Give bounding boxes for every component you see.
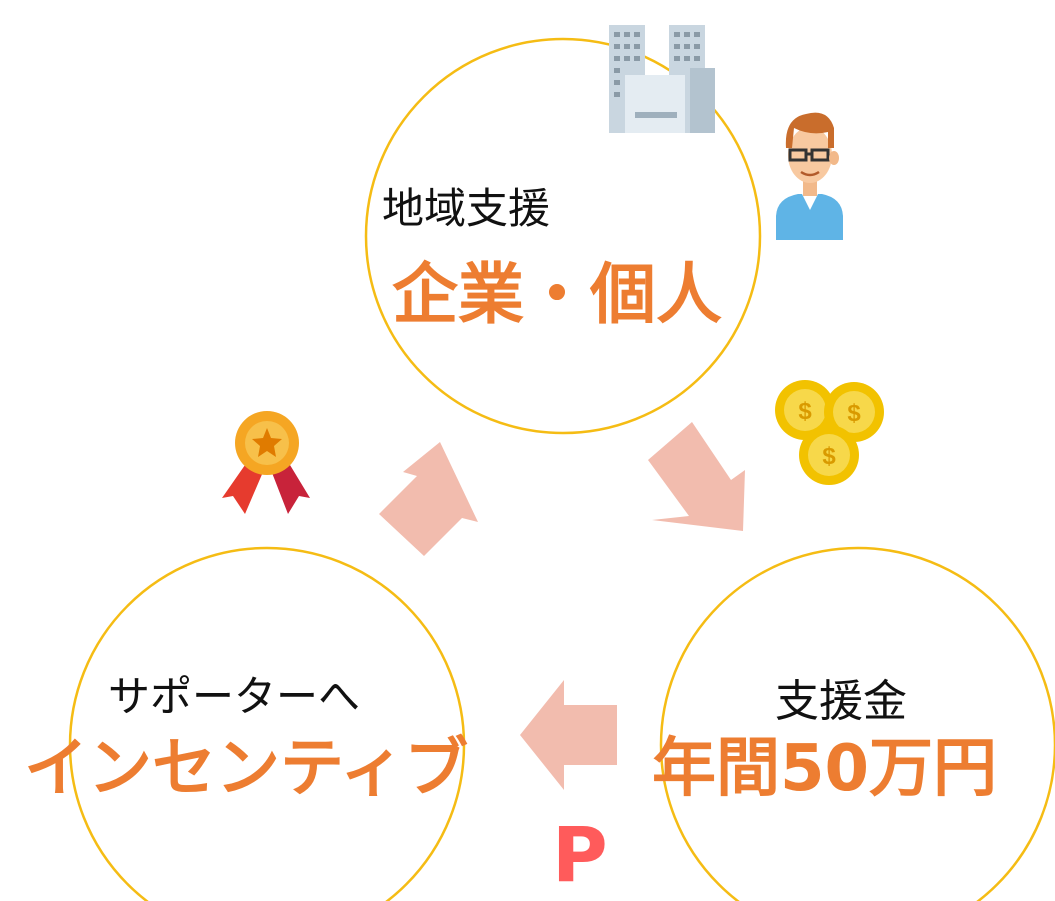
right-node-label-line2: 年間50万円	[652, 732, 998, 806]
left-node-label-line2: インセンティブ	[24, 732, 469, 806]
points-icon: P	[552, 810, 608, 899]
svg-text:$: $	[822, 443, 836, 470]
left-circle	[68, 546, 466, 901]
top-node-label-line1: 地域支援	[382, 184, 551, 233]
right-circle	[659, 546, 1055, 901]
businessman-icon	[776, 112, 843, 240]
left-node-label-line1: サポーターへ	[108, 672, 361, 721]
arrow-left-to-top	[379, 442, 478, 556]
top-circle	[364, 37, 762, 435]
arrow-top-to-right	[648, 422, 745, 531]
building-icon	[609, 25, 715, 133]
coins-icon: $ $ $	[775, 380, 884, 485]
top-node-label-line2: 企業・個人	[392, 256, 722, 333]
svg-text:$: $	[847, 400, 861, 427]
arrow-right-to-left	[520, 680, 617, 790]
right-node-label-line1: 支援金	[775, 676, 907, 727]
medal-icon	[222, 411, 310, 514]
svg-text:$: $	[798, 398, 812, 425]
